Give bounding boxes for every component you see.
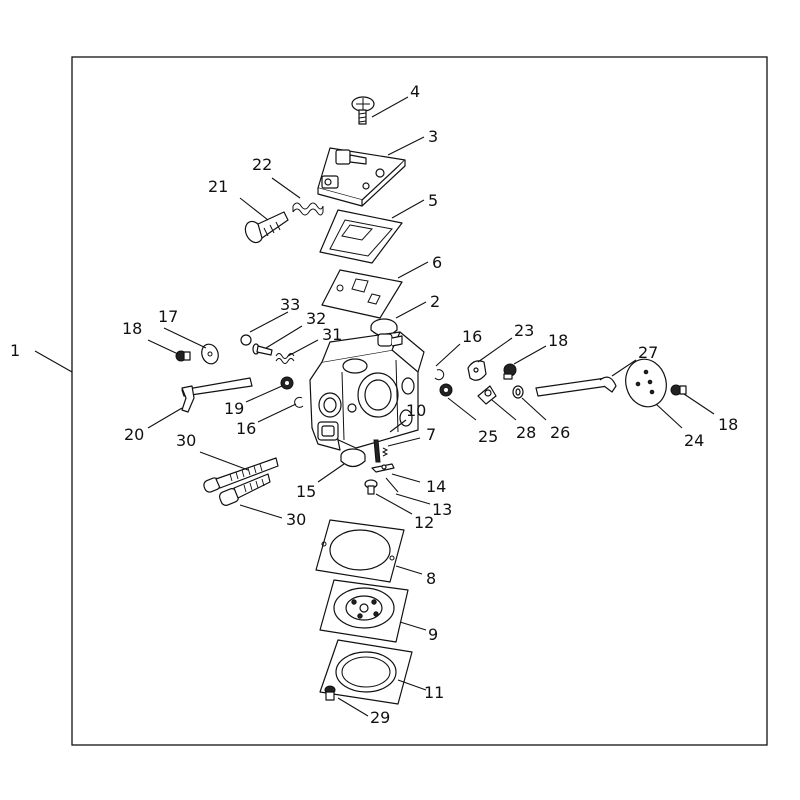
label-22: 22 bbox=[252, 155, 272, 174]
part-15-plug bbox=[340, 448, 366, 468]
label-33: 33 bbox=[280, 295, 300, 314]
label-32: 32 bbox=[306, 309, 326, 328]
part-29-screw bbox=[324, 685, 336, 701]
label-3: 3 bbox=[428, 127, 438, 146]
label-8: 8 bbox=[426, 569, 436, 588]
part-31-spring bbox=[275, 353, 295, 364]
part-21-idle-screw bbox=[244, 211, 289, 244]
part-5-gasket bbox=[319, 209, 403, 264]
part-11-cover bbox=[319, 639, 413, 705]
label-29: 29 bbox=[370, 708, 390, 727]
label-5: 5 bbox=[428, 191, 438, 210]
label-12: 12 bbox=[414, 513, 434, 532]
part-27-throttle-shaft bbox=[535, 376, 617, 397]
label-4: 4 bbox=[410, 82, 420, 101]
label-17: 17 bbox=[158, 307, 178, 326]
label-25: 25 bbox=[478, 427, 498, 446]
label-27: 27 bbox=[638, 343, 658, 362]
label-18-right: 18 bbox=[718, 415, 738, 434]
part-33-ball bbox=[240, 334, 252, 346]
label-10: 10 bbox=[406, 401, 426, 420]
label-6: 6 bbox=[432, 253, 442, 272]
label-16-right: 16 bbox=[462, 327, 482, 346]
label-11: 11 bbox=[424, 683, 444, 702]
part-16-clip-left bbox=[294, 396, 304, 408]
label-7: 7 bbox=[426, 425, 436, 444]
part-32-needle bbox=[252, 343, 273, 356]
label-16-left: 16 bbox=[236, 419, 256, 438]
diagram-frame bbox=[71, 56, 768, 746]
part-7-spring bbox=[381, 447, 389, 457]
part-25-bushing bbox=[439, 383, 453, 397]
label-26: 26 bbox=[550, 423, 570, 442]
part-14-lever bbox=[371, 463, 395, 473]
label-13: 13 bbox=[432, 500, 452, 519]
part-20-choke-shaft bbox=[181, 377, 253, 413]
part-1-carburetor-body bbox=[309, 331, 425, 451]
part-28-collar bbox=[477, 385, 497, 405]
part-26-washer bbox=[512, 385, 524, 399]
part-9-diaphragm bbox=[319, 579, 409, 643]
label-28: 28 bbox=[516, 423, 536, 442]
label-1: 1 bbox=[10, 341, 20, 360]
part-3-pump-cover bbox=[317, 147, 406, 207]
label-31: 31 bbox=[322, 325, 342, 344]
label-23: 23 bbox=[514, 321, 534, 340]
part-30-needle-lower bbox=[218, 473, 271, 506]
label-14: 14 bbox=[426, 477, 446, 496]
part-18-screw-left bbox=[175, 350, 191, 362]
label-24: 24 bbox=[684, 431, 704, 450]
part-13-shaft bbox=[385, 477, 399, 493]
part-23-lever bbox=[467, 360, 487, 381]
label-20: 20 bbox=[124, 425, 144, 444]
part-16-clip-right bbox=[434, 369, 445, 381]
part-22-spring bbox=[292, 202, 324, 216]
part-18-screw-right bbox=[670, 384, 687, 396]
part-17-plate-left bbox=[201, 343, 219, 365]
label-30-upper: 30 bbox=[176, 431, 196, 450]
part-24-throttle-plate bbox=[625, 358, 667, 408]
leader-lines bbox=[34, 96, 715, 717]
label-19: 19 bbox=[224, 399, 244, 418]
label-21: 21 bbox=[208, 177, 228, 196]
part-4-screw bbox=[351, 96, 375, 125]
part-8-gasket bbox=[315, 519, 405, 583]
label-18-left: 18 bbox=[122, 319, 142, 338]
callout-labels: 1 4 3 5 6 2 21 22 33 32 31 17 18 19 20 1… bbox=[10, 82, 738, 727]
label-15: 15 bbox=[296, 482, 316, 501]
part-18-screw-mid bbox=[503, 363, 517, 380]
label-30-lower: 30 bbox=[286, 510, 306, 529]
part-10-pin bbox=[373, 439, 381, 463]
part-30-needle-upper bbox=[203, 457, 279, 493]
label-18-mid: 18 bbox=[548, 331, 568, 350]
part-19-bushing bbox=[280, 376, 294, 390]
label-9: 9 bbox=[428, 625, 438, 644]
part-6-diaphragm bbox=[321, 269, 403, 319]
part-12-screw bbox=[364, 479, 378, 495]
label-2: 2 bbox=[430, 292, 440, 311]
